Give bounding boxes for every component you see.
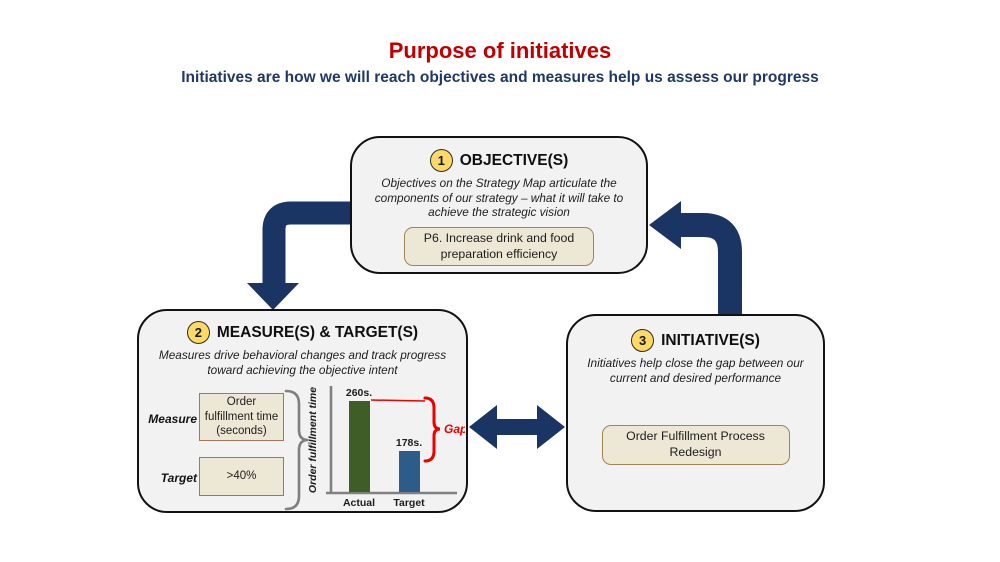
arrow-measure-initiative-double	[469, 405, 565, 449]
arrow-initiative-to-objective	[649, 201, 742, 316]
bar-actual-value: 260s.	[346, 387, 372, 399]
step-1-badge: 1	[429, 149, 453, 172]
measure-label: Measure	[148, 412, 197, 426]
objective-panel: 1 OBJECTIVE(S) Objectives on the Strateg…	[350, 136, 648, 274]
initiative-heading-row: 3 INITIATIVE(S)	[568, 329, 823, 352]
chart-ylabel: Order fulfillment time	[307, 387, 319, 493]
target-label: Target	[160, 471, 197, 485]
objective-description: Objectives on the Strategy Map articulat…	[374, 176, 624, 220]
bar-actual-category: Actual	[343, 497, 375, 509]
measure-chart: Order fulfillment time 260s. 178s. Actua…	[307, 386, 465, 509]
gap-label: Gap	[444, 422, 465, 436]
initiative-panel: 3 INITIATIVE(S) Initiatives help close t…	[566, 314, 825, 512]
page-subtitle: Initiatives are how we will reach object…	[181, 69, 819, 86]
initiative-heading: INITIATIVE(S)	[661, 331, 760, 349]
page-title: Purpose of initiatives	[388, 38, 612, 63]
step-2-badge: 2	[186, 321, 210, 344]
gap-reference-line	[370, 399, 426, 402]
bar-actual	[349, 401, 370, 492]
initiative-description: Initiatives help close the gap between o…	[587, 356, 804, 385]
measure-target-brace	[284, 389, 309, 511]
objective-heading: OBJECTIVE(S)	[459, 151, 569, 169]
step-3-badge: 3	[631, 329, 655, 352]
measure-target-panel: 2 MEASURE(S) & TARGET(S) Measures drive …	[137, 309, 468, 513]
bar-target-category: Target	[393, 497, 425, 509]
target-value-note: >40%	[199, 457, 284, 496]
bar-target	[399, 451, 420, 492]
arrow-objective-to-measure	[247, 201, 351, 310]
bar-target-value: 178s.	[396, 437, 422, 449]
measure-heading: MEASURE(S) & TARGET(S)	[216, 323, 419, 341]
measure-heading-row: 2 MEASURE(S) & TARGET(S)	[139, 321, 466, 344]
objective-heading-row: 1 OBJECTIVE(S)	[352, 149, 646, 172]
measure-description: Measures drive behavioral changes and tr…	[158, 348, 447, 377]
objective-item-note: P6. Increase drink and food preparation …	[404, 226, 594, 267]
measure-value-note: Order fulfillment time (seconds)	[199, 393, 284, 441]
initiative-item-note: Order Fulfillment Process Redesign	[601, 425, 790, 465]
gap-brace	[423, 396, 441, 463]
